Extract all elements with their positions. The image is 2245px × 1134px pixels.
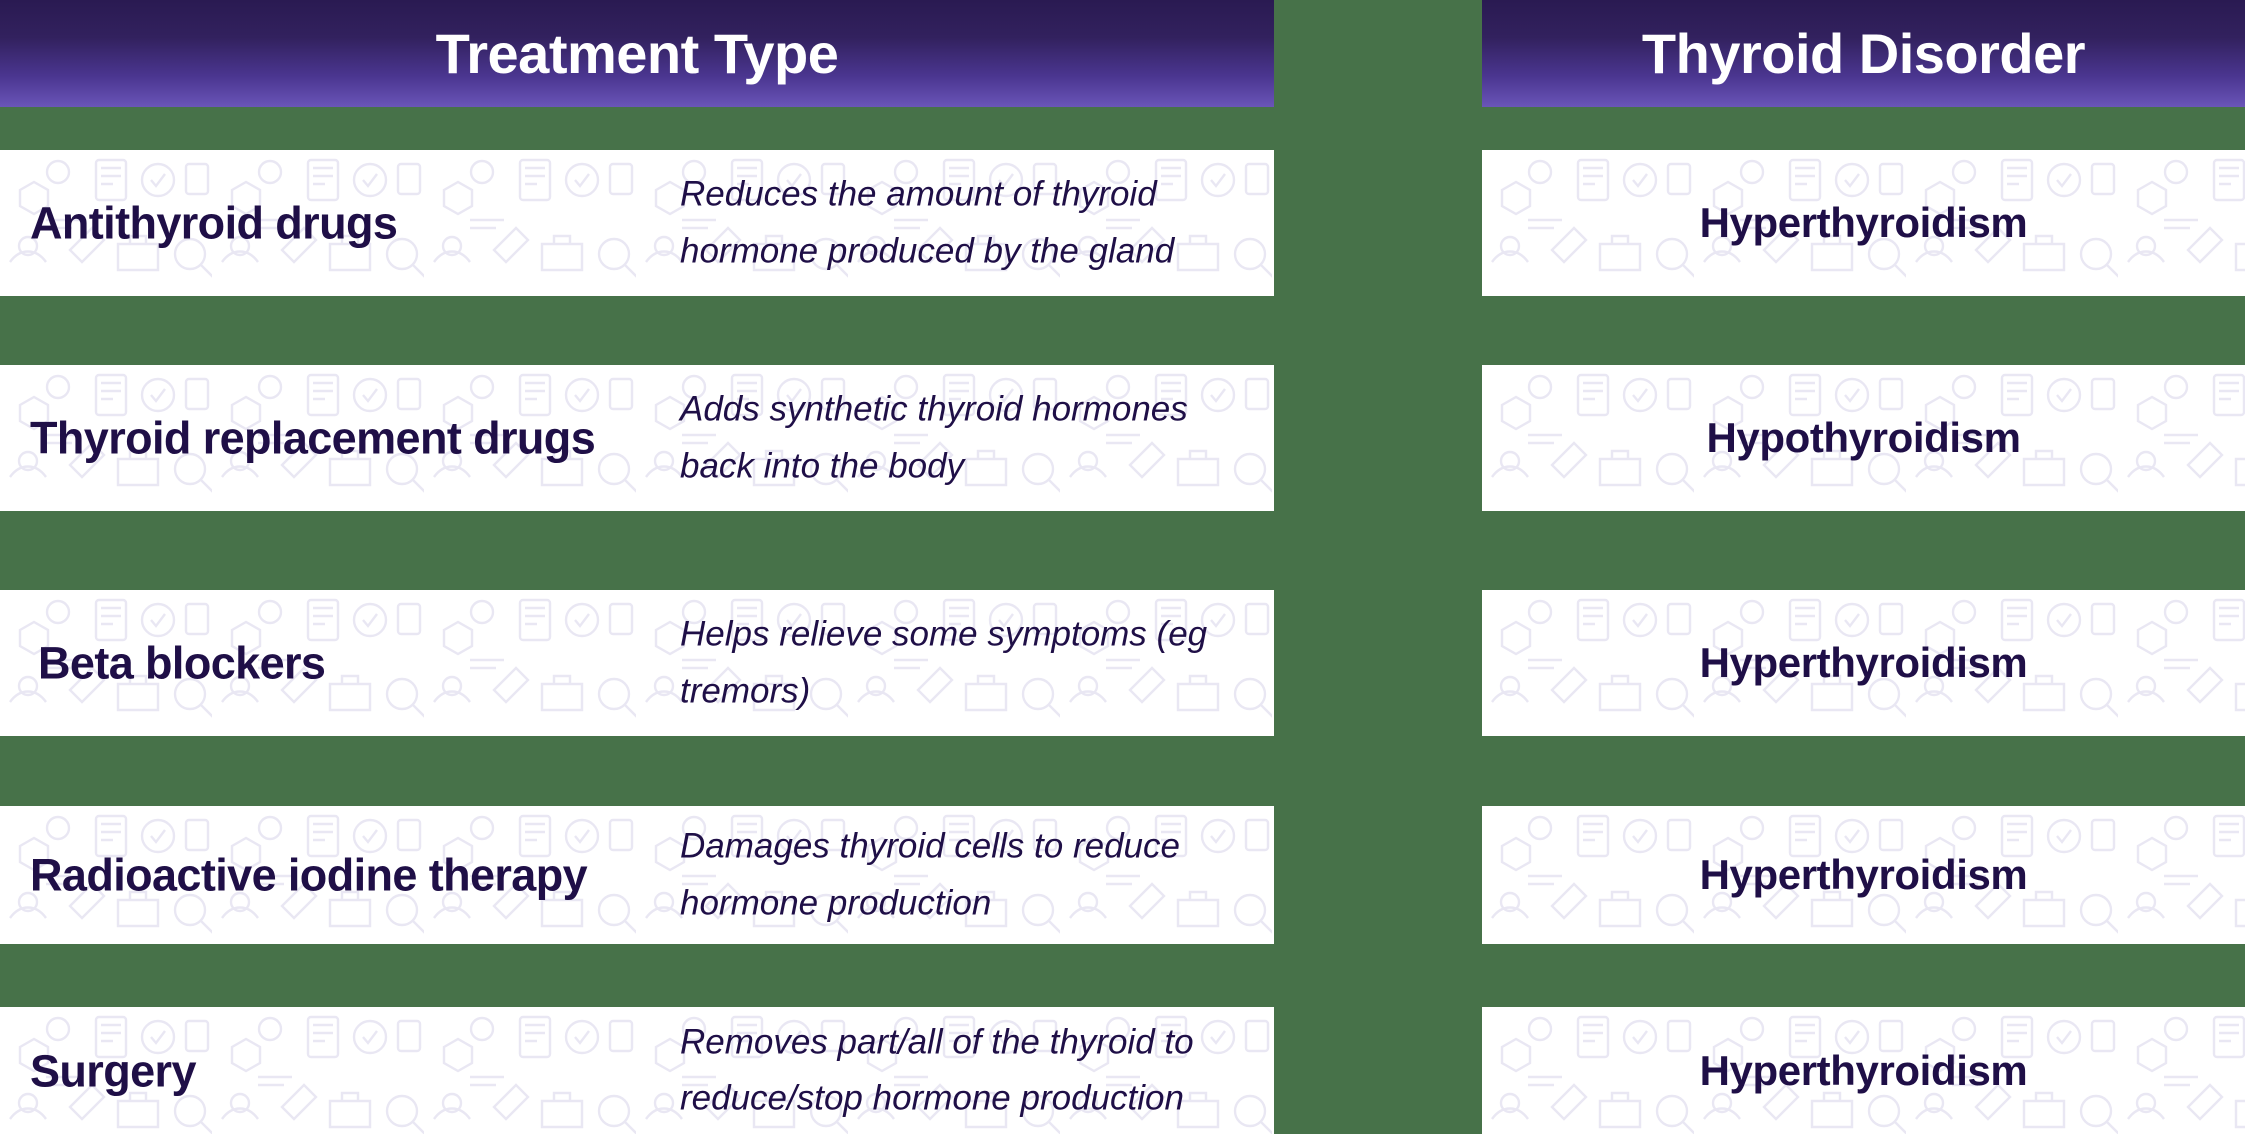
treatment-description: Damages thyroid cells to reduce hormone … — [680, 826, 1180, 922]
treatment-name: Surgery — [30, 1044, 196, 1096]
thyroid-disorder-name: Hyperthyroidism — [1699, 851, 2028, 898]
table-row: Beta blockers Helps relieve some symptom… — [0, 590, 1274, 736]
treatment-description: Removes part/all of the thyroid to reduc… — [680, 1021, 1194, 1118]
column-header-thyroid-disorder: Thyroid Disorder — [1482, 0, 2245, 107]
thyroid-disorder-name: Hyperthyroidism — [1699, 639, 2028, 686]
table-row: Hyperthyroidism — [1482, 150, 2245, 296]
column-header-treatment-type-label: Treatment Type — [435, 21, 839, 85]
treatment-description: Adds synthetic thyroid hormones back int… — [680, 389, 1188, 485]
table-row: Hyperthyroidism — [1482, 806, 2245, 944]
thyroid-disorder-name: Hyperthyroidism — [1699, 199, 2028, 246]
table-row: Surgery Removes part/all of the thyroid … — [0, 1007, 1274, 1134]
table-row: Hyperthyroidism — [1482, 1007, 2245, 1134]
treatment-description: Reduces the amount of thyroid hormone pr… — [680, 174, 1175, 270]
treatment-name: Thyroid replacement drugs — [30, 412, 596, 464]
table-row: Hyperthyroidism — [1482, 590, 2245, 736]
thyroid-disorder-name: Hyperthyroidism — [1699, 1046, 2028, 1094]
treatment-description: Helps relieve some symptoms (eg tremors) — [680, 614, 1208, 710]
thyroid-disorder-name: Hypothyroidism — [1706, 414, 2021, 461]
treatment-name: Antithyroid drugs — [30, 197, 398, 249]
treatment-name: Radioactive iodine therapy — [30, 849, 588, 901]
treatment-name: Beta blockers — [38, 637, 326, 689]
table-row: Thyroid replacement drugs Adds synthetic… — [0, 365, 1274, 511]
table-row: Antithyroid drugs Reduces the amount of … — [0, 150, 1274, 296]
table-row: Hypothyroidism — [1482, 365, 2245, 511]
column-header-treatment-type: Treatment Type — [0, 0, 1274, 107]
table-row: Radioactive iodine therapy Damages thyro… — [0, 806, 1274, 944]
column-header-thyroid-disorder-label: Thyroid Disorder — [1641, 21, 2086, 85]
